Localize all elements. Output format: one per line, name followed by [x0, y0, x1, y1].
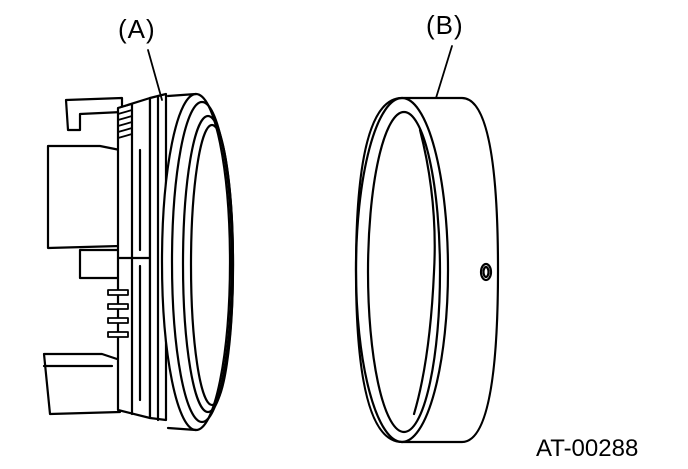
figure-code: AT-00288	[536, 435, 639, 462]
part-a-top-tab	[64, 96, 124, 132]
part-b-inner-rim	[366, 110, 442, 434]
part-b-label: (B)	[426, 10, 464, 40]
part-b-front-rim	[354, 96, 450, 444]
part-b-outer-shell	[354, 96, 500, 444]
part-a-assembly	[42, 92, 235, 432]
part-a-face	[189, 123, 235, 407]
part-a-upper-splines	[117, 103, 133, 139]
part-b-ring	[354, 96, 500, 444]
part-b-leader-line	[435, 45, 453, 99]
part-a-lower-slots	[107, 289, 129, 338]
part-a-lower-block	[42, 352, 122, 416]
part-a-label: (A)	[118, 14, 156, 44]
part-a-upper-block	[46, 144, 122, 250]
part-a-leader-line	[147, 49, 163, 101]
part-b-inner-shade	[412, 128, 436, 416]
part-b-pin-hole	[479, 262, 493, 282]
